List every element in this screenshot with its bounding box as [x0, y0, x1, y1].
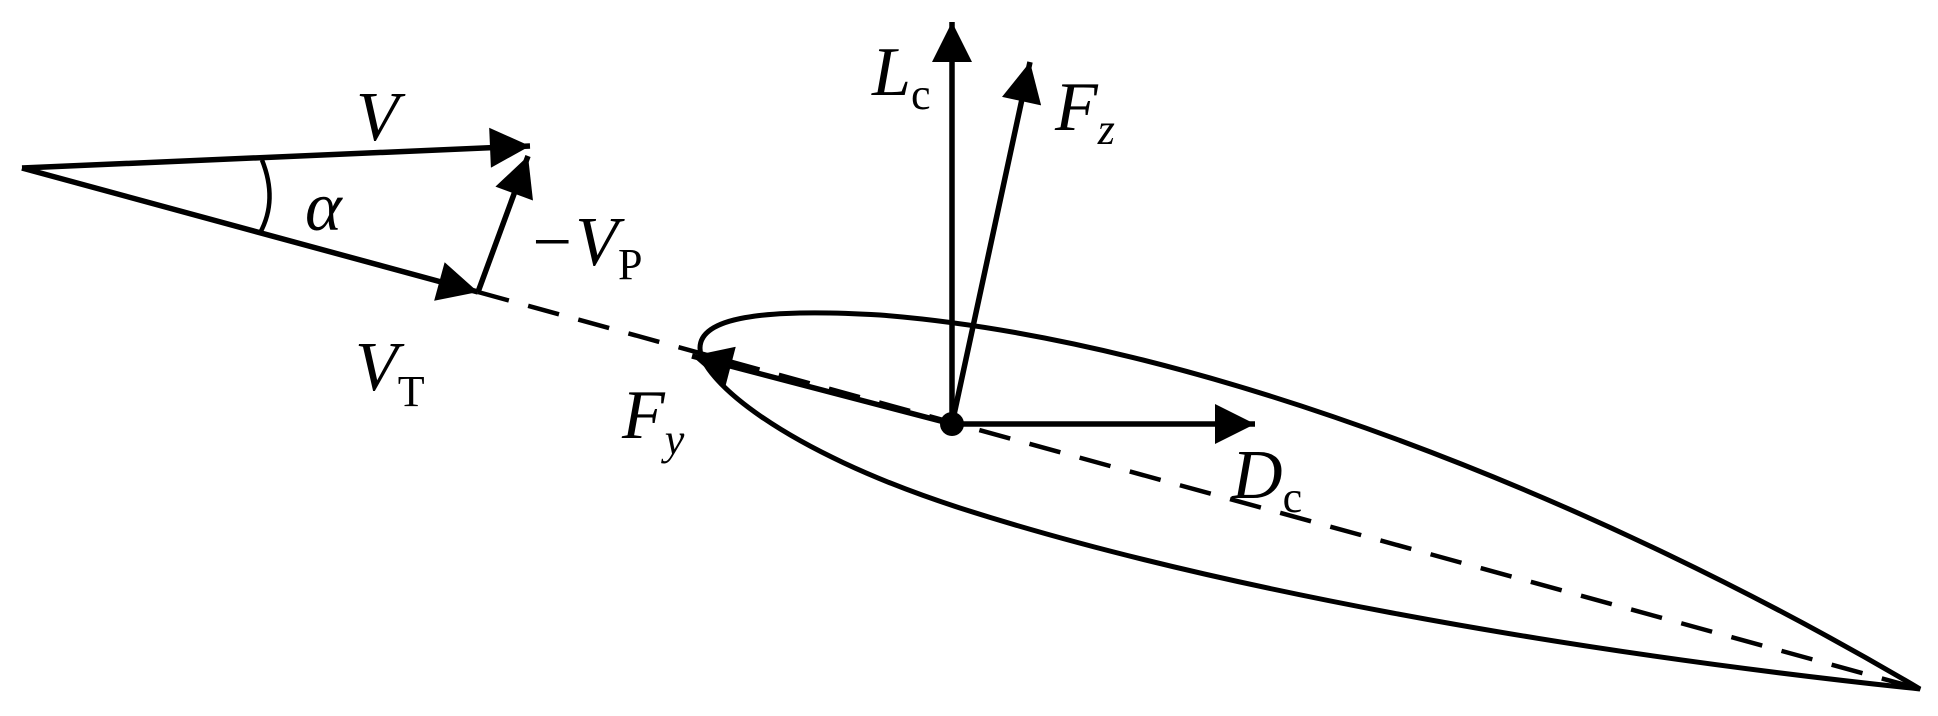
label-v-main: V: [356, 79, 406, 156]
force-fy-arrow: [691, 346, 953, 427]
label-lc-main: L: [871, 34, 911, 111]
label-alpha: α: [305, 169, 343, 246]
label-vt-main: V: [355, 329, 405, 406]
velocity-vt-arrow: [21, 165, 479, 301]
label-lc: Lc: [871, 34, 930, 119]
label-vp-sub: P: [618, 240, 642, 289]
label-fz-main: F: [1054, 69, 1099, 146]
label-dc-main: D: [1231, 437, 1283, 514]
pivot-point: [940, 412, 964, 436]
label-dc: Dc: [1231, 437, 1302, 522]
force-fz-arrow: [949, 61, 1042, 425]
label-lc-sub: c: [911, 70, 931, 119]
label-vt-sub: T: [398, 367, 425, 416]
airfoil-outline: [697, 310, 1922, 692]
label-alpha-main: α: [305, 169, 343, 246]
label-fy-main: F: [621, 377, 666, 454]
label-fy-sub: y: [661, 415, 685, 464]
label-v: V: [356, 79, 406, 156]
label-fz: Fz: [1054, 69, 1115, 154]
label-neg-vp: −VP: [528, 204, 642, 289]
chord-line: [477, 289, 1921, 692]
alpha-angle-arc: [258, 159, 272, 235]
label-fz-sub: z: [1097, 105, 1115, 154]
label-vp-main: −V: [528, 204, 625, 281]
label-dc-sub: c: [1283, 473, 1303, 522]
velocity-vp-arrow: [475, 155, 533, 293]
label-fy: Fy: [621, 377, 685, 464]
velocity-v-arrow: [21, 127, 531, 171]
label-vt: VT: [355, 329, 425, 416]
